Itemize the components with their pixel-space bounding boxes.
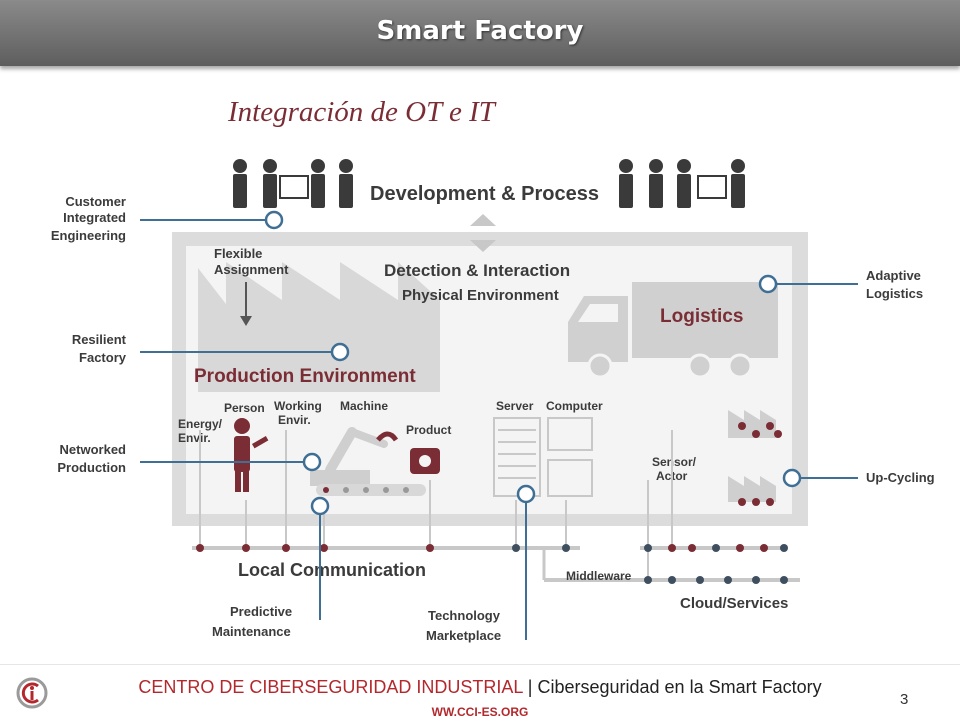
callout-predictive-2: Maintenance	[212, 624, 291, 639]
product-icon	[410, 448, 440, 474]
label-working: Working	[274, 399, 322, 413]
label-production: Production Environment	[194, 366, 416, 387]
label-logistics: Logistics	[660, 306, 743, 327]
conveyor-icon	[316, 484, 426, 496]
label-person: Person	[224, 401, 265, 415]
footer-org: CENTRO DE CIBERSEGURIDAD INDUSTRIAL	[138, 677, 523, 697]
label-local-communication: Local Communication	[238, 560, 426, 580]
label-development: Development & Process	[370, 183, 599, 205]
callout-adaptive-1: Adaptive	[866, 268, 921, 283]
callout-predictive-1: Predictive	[230, 604, 292, 619]
truck-icon	[568, 282, 778, 379]
factory-roof	[198, 262, 440, 392]
label-machine: Machine	[340, 399, 388, 413]
label-energy-envir: Envir.	[178, 431, 211, 445]
computer-icon	[547, 417, 593, 497]
callout-adaptive-2: Logistics	[866, 286, 923, 301]
cci-logo-icon	[16, 677, 48, 709]
bus-nodes	[196, 544, 768, 552]
callout-tech-2: Marketplace	[426, 628, 501, 643]
arrow-up-icon	[470, 214, 496, 226]
callout-resilient-2: Factory	[79, 350, 127, 365]
callout-resilient-1: Resilient	[72, 332, 127, 347]
label-sensor: Sensor/	[652, 455, 697, 469]
footer-url[interactable]: WW.CCI-ES.ORG	[431, 705, 529, 719]
callout-customer-3: Engineering	[51, 228, 126, 243]
label-server: Server	[496, 399, 534, 413]
people-group-right-icon	[619, 159, 745, 208]
label-middleware: Middleware	[566, 569, 632, 583]
footer-separator: |	[522, 677, 538, 697]
label-physical: Physical Environment	[402, 287, 559, 304]
label-assignment: Assignment	[214, 262, 289, 277]
bus-drops	[199, 430, 673, 580]
label-detection: Detection & Interaction	[384, 261, 570, 280]
callout-customer-1: Customer	[65, 194, 126, 209]
arrow-down-icon	[470, 240, 496, 252]
callout-networked-1: Networked	[60, 442, 127, 457]
callout-tech-1: Technology	[428, 608, 501, 623]
callout-lines	[140, 219, 858, 640]
label-cloud-services: Cloud/Services	[680, 595, 788, 612]
label-energy: Energy/	[178, 417, 223, 431]
footer-topic: Ciberseguridad en la Smart Factory	[537, 677, 822, 697]
label-working-envir: Envir.	[278, 413, 311, 427]
callout-circles	[264, 210, 802, 516]
footer-text: CENTRO DE CIBERSEGURIDAD INDUSTRIAL | Ci…	[0, 677, 960, 698]
callout-networked-2: Production	[57, 460, 126, 475]
robot-arm-icon	[310, 427, 399, 486]
upcycling-nodes	[738, 422, 782, 506]
slide-title: Smart Factory	[376, 16, 584, 46]
label-product: Product	[406, 423, 451, 437]
footer: CENTRO DE CIBERSEGURIDAD INDUSTRIAL | Ci…	[0, 664, 960, 721]
label-computer: Computer	[546, 399, 603, 413]
slide-subtitle: Integración de OT e IT	[228, 96, 495, 128]
callout-customer-2: Integrated	[63, 210, 126, 225]
page-number: 3	[900, 691, 909, 708]
assignment-arrowhead	[240, 316, 252, 326]
label-flexible: Flexible	[214, 246, 262, 261]
bus-nodes-dark	[512, 544, 788, 584]
title-bar: Smart Factory	[0, 0, 960, 66]
people-group-left-icon	[233, 159, 353, 208]
small-factory-icon	[728, 410, 776, 502]
smart-factory-diagram: Development & Process Detection & Intera…	[51, 159, 935, 643]
callout-upcycling: Up-Cycling	[866, 470, 935, 485]
